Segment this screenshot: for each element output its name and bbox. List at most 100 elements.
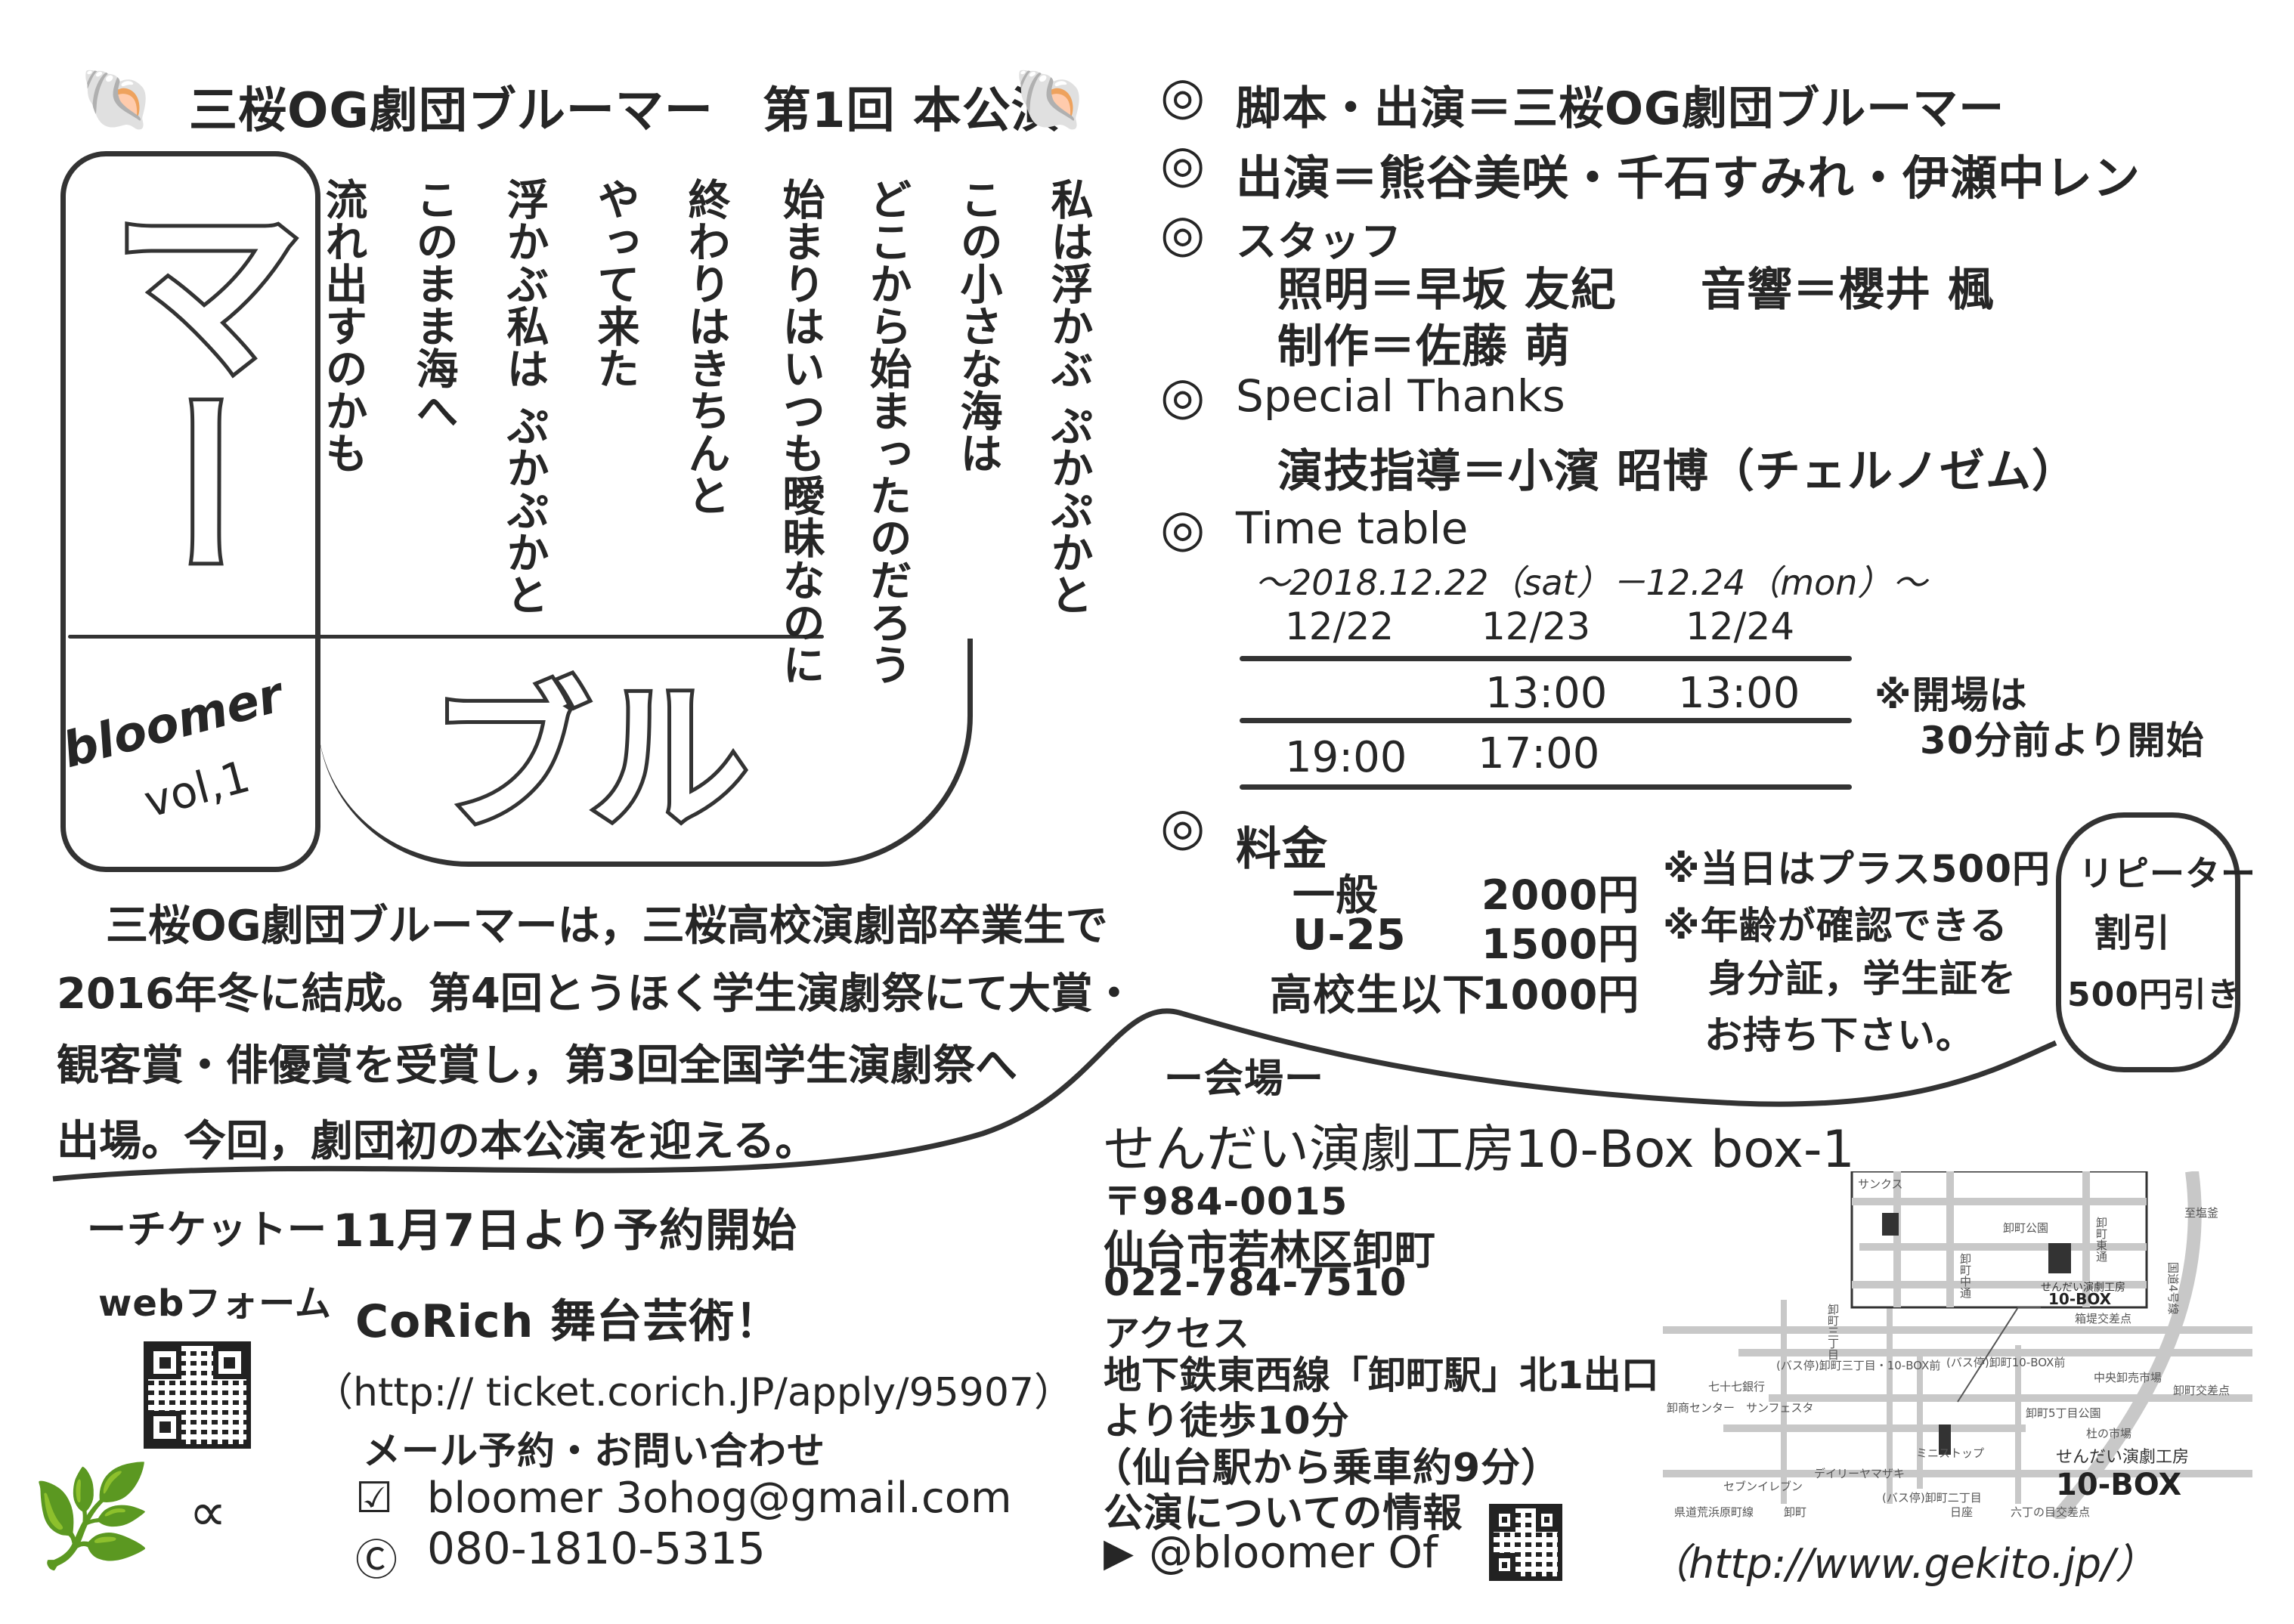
- map-label: (バス停)卸町二丁目: [1882, 1491, 1982, 1505]
- twitter-handle[interactable]: @bloomer Of: [1149, 1527, 1438, 1578]
- phone-icon: Ⓒ: [355, 1536, 398, 1585]
- ticket-heading: ーチケットー: [87, 1208, 328, 1253]
- map-label: 卸町三丁目: [1826, 1304, 1840, 1360]
- bubble-bullet-icon: ◎: [1160, 499, 1206, 558]
- map-label: 日座: [1950, 1505, 1973, 1519]
- qr-finder: [212, 1346, 246, 1380]
- mail-icon: ☑: [355, 1474, 394, 1523]
- ticket-email[interactable]: bloomer 3ohog@gmail.com: [427, 1474, 1012, 1523]
- timetable-date: 12/22: [1285, 605, 1395, 648]
- price-value: 2000円: [1481, 871, 1640, 919]
- intro-line: 2016年冬に結成。第4回とうほく学生演劇祭にて大賞・: [57, 970, 1135, 1019]
- ticket-url[interactable]: （http:// ticket.corich.JP/apply/95907）: [314, 1370, 1073, 1415]
- qr-finder: [1494, 1553, 1515, 1576]
- ticket-qr-code[interactable]: [144, 1341, 251, 1449]
- mail-label: メール予約・お問い合わせ: [363, 1429, 825, 1473]
- price-label: 高校生以下: [1270, 971, 1485, 1020]
- qr-finder: [148, 1346, 182, 1380]
- map-label: セブンイレブン: [1723, 1480, 1803, 1493]
- repeater-text: リピーター: [2079, 853, 2256, 894]
- info-qr-code[interactable]: [1489, 1504, 1562, 1581]
- pricing-note: ※年齢が確認できる: [1663, 904, 2008, 948]
- timetable-date: 12/24: [1686, 605, 1795, 648]
- map-label: 六丁の目交差点: [2011, 1505, 2090, 1519]
- access-line: 地下鉄東西線「卸町駅」北1出口: [1104, 1353, 1659, 1397]
- fish-icon: ∝: [189, 1481, 228, 1543]
- credit-script: 脚本・出演＝三桜OG劇団ブルーマー: [1236, 82, 2005, 135]
- venue-url[interactable]: （http://www.gekito.jp/）: [1648, 1540, 2156, 1588]
- thanks-heading: Special Thanks: [1236, 370, 1565, 422]
- doors-note: ※開場は: [1875, 673, 2028, 717]
- map-logo-main: 10-BOX: [2056, 1468, 2181, 1502]
- credit-sound: 音響＝櫻井 楓: [1701, 264, 1994, 317]
- map-label: 卸町交差点: [2173, 1384, 2230, 1397]
- timetable-rule: [1240, 784, 1852, 790]
- repeater-discount-bubble: [2056, 812, 2240, 1072]
- web-form-label: webフォーム: [98, 1282, 332, 1325]
- map-label: 卸町東通: [2094, 1217, 2108, 1262]
- ticket-phone[interactable]: 080-1810-5315: [427, 1523, 766, 1574]
- bubble-bullet-icon: ◎: [1160, 204, 1206, 264]
- poem-line: 流れ出すのかも: [318, 178, 367, 474]
- venue-postal: 〒984-0015: [1104, 1180, 1348, 1223]
- poem-line: この小さな海は: [953, 178, 1002, 474]
- map-label: 国道4号線: [2166, 1262, 2180, 1315]
- map-label: サンフェスタ: [1746, 1401, 1814, 1415]
- repeater-text: 割引: [2094, 911, 2171, 955]
- title-divider: [68, 635, 824, 639]
- price-value: 1500円: [1481, 920, 1640, 968]
- credit-production: 制作＝佐藤 萌: [1277, 320, 1571, 373]
- poem-line: 浮かぶ私は ぷかぷかと: [500, 178, 549, 616]
- shell-icon: 🐚: [79, 64, 155, 135]
- map-label: デイリーヤマザキ: [1814, 1467, 1905, 1480]
- map-label: ミニストップ: [1916, 1446, 1984, 1460]
- map-label: 卸町5丁目公園: [2026, 1406, 2101, 1420]
- doors-note: 30分前より開始: [1920, 719, 2205, 763]
- price-label: U-25: [1293, 911, 1407, 960]
- credit-cast: 出演＝熊谷美咲・千石すみれ・伊瀬中レン: [1236, 150, 2141, 206]
- timetable-date: 12/23: [1481, 605, 1591, 648]
- timetable-cell: 13:00: [1678, 669, 1800, 718]
- map-logo-small-main: 10-BOX: [2048, 1290, 2112, 1308]
- map-label: 卸町: [1784, 1505, 1806, 1519]
- price-value: 1000円: [1481, 971, 1640, 1019]
- poem-line: このまま海へ: [409, 178, 458, 432]
- venue-heading: ー会場ー: [1164, 1056, 1325, 1102]
- intro-line: 観客賞・俳優賞を受賞し，第3回全国学生演劇祭へ: [57, 1041, 1017, 1090]
- access-line: より徒歩10分: [1104, 1399, 1350, 1443]
- timetable-heading: Time table: [1236, 503, 1469, 554]
- map-label: 中央卸売市場: [2094, 1371, 2162, 1384]
- venue-tel: 022-784-7510: [1104, 1261, 1407, 1304]
- shell-icon: 🐚: [1013, 64, 1088, 135]
- timetable-range: ～2018.12.22（sat）－12.24（mon）～: [1255, 562, 1927, 603]
- play-title-bottom: ブル: [427, 667, 752, 852]
- bubble-bullet-icon: ◎: [1160, 135, 1206, 194]
- credit-lighting: 照明＝早坂 友紀: [1277, 264, 1617, 317]
- price-label: 一般: [1293, 871, 1379, 920]
- map-logo: せんだい演劇工房: [2056, 1448, 2189, 1467]
- qr-finder: [1494, 1508, 1515, 1532]
- map-label: 卸町中通: [1958, 1253, 1972, 1298]
- poem-line: 終わりはきちんと: [681, 178, 730, 516]
- info-label: 公演についての情報: [1104, 1491, 1463, 1536]
- map-label: (バス停)卸町三丁目・10-BOX前: [1776, 1359, 1940, 1372]
- intro-line: 三桜OG劇団ブルーマーは，三桜高校演劇部卒業生で: [106, 902, 1108, 951]
- qr-finder: [148, 1410, 182, 1444]
- venue-address: 仙台市若林区卸町: [1104, 1227, 1436, 1274]
- title-frame-vertical: [60, 151, 320, 872]
- play-icon: ▶: [1104, 1530, 1134, 1576]
- play-title-top: マー: [71, 185, 307, 586]
- pricing-note: ※当日はプラス500円: [1663, 847, 2051, 891]
- map-label: 卸商センター: [1667, 1401, 1735, 1415]
- poem-line: どこから始まったのだろう: [862, 178, 912, 685]
- venue-map[interactable]: サンクス 卸町公園 卸町東通 卸町中通 至塩釜 箱堤交差点 中央卸売市場 卸町交…: [1663, 1171, 2252, 1519]
- timetable-rule: [1240, 656, 1852, 661]
- map-label: 杜の市場: [2086, 1427, 2131, 1440]
- flyer-header-title: 三桜OG劇団ブルーマー 第1回 本公演: [189, 83, 1060, 139]
- map-logo-small: せんだい演劇工房: [2041, 1282, 2125, 1294]
- access-label: アクセス: [1104, 1313, 1250, 1355]
- map-label: サンクス: [1858, 1177, 1903, 1191]
- timetable-cell: 17:00: [1478, 729, 1600, 778]
- map-label: 箱堤交差点: [2075, 1312, 2131, 1325]
